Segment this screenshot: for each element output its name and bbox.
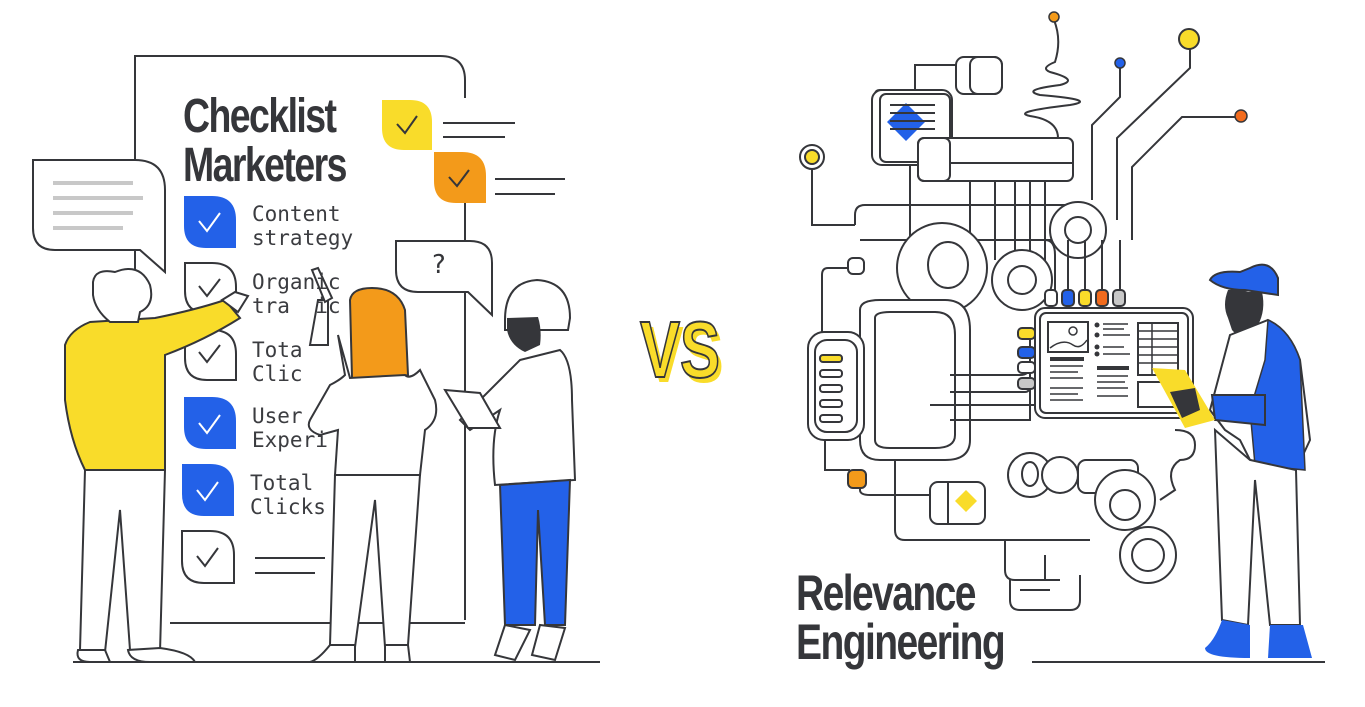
dashboard-display — [1034, 307, 1194, 419]
gear-small-2 — [1041, 456, 1079, 494]
antenna-wire-orange — [1024, 19, 1081, 139]
gear-large — [896, 222, 988, 314]
checklist-item-4-line2: Experi — [252, 428, 328, 452]
gear-upper-right — [1049, 201, 1107, 259]
checklist-item-3-line2: Clic — [252, 362, 303, 386]
valve-orange — [847, 469, 867, 489]
antenna-wire-yellow — [1116, 42, 1191, 220]
title-marketers: Marketers — [183, 139, 347, 192]
speech-bubble-text — [32, 159, 166, 275]
checklist-board — [134, 55, 466, 600]
person-woman-orange-hair — [307, 266, 438, 663]
title-checklist: Checklist — [183, 90, 337, 143]
side-check-orange — [434, 152, 565, 203]
vs-label-shadow: VS — [643, 310, 724, 399]
machine-tank — [859, 299, 971, 461]
checklist-item-3-line1: Tota — [252, 338, 303, 362]
antenna-tip-yellow — [1178, 28, 1200, 50]
connector-gray — [1112, 289, 1126, 307]
antenna-wire-blue — [1091, 64, 1121, 200]
antenna-tip-blue — [1114, 57, 1126, 69]
person-engineer — [1152, 263, 1312, 658]
speech-bubble-question — [395, 240, 493, 318]
machine-top-module — [955, 56, 1003, 95]
title-engineering: Engineering — [796, 614, 1006, 670]
gear-lower-right-1 — [1094, 469, 1156, 531]
antenna-tip-orange — [1048, 11, 1060, 23]
checklist-item-5-line1: Total — [250, 471, 314, 495]
gear-mid — [991, 249, 1053, 311]
checklist-item-5-line2: Clicks — [250, 495, 326, 519]
checklist-item-1-line2: strategy — [252, 226, 354, 250]
checkbox-user-experience — [184, 397, 236, 449]
connector-orange — [1095, 289, 1109, 307]
antenna-wire-left-yellow — [811, 162, 855, 226]
checkbox-empty-item — [181, 530, 325, 584]
checklist-item-4-line1: User — [252, 404, 303, 428]
checklist-item-1-line1: Content — [252, 202, 341, 226]
module-diamond-icon — [955, 490, 977, 512]
screen-diamond-icon — [887, 103, 935, 141]
gear-small-1 — [1007, 452, 1053, 498]
side-check-yellow — [382, 100, 515, 150]
checkbox-total-clicks-1 — [184, 329, 237, 381]
gear-lower-right-2 — [1119, 526, 1177, 584]
antenna-tip-orange-red — [1234, 109, 1248, 123]
title-relevance: Relevance — [796, 565, 976, 621]
checkbox-total-clicks-2 — [182, 464, 234, 516]
vs-label-text: VS — [639, 305, 721, 394]
checkbox-content-strategy — [184, 196, 236, 248]
machine-crossbar — [917, 137, 1074, 182]
connector-blue — [1061, 289, 1075, 307]
person-man-yellow-hoodie — [64, 268, 250, 663]
connector-white — [1044, 289, 1058, 307]
checklist-item-2-line2: tra ic — [252, 294, 341, 318]
connector-yellow — [1078, 289, 1092, 307]
antenna-wire-orange-red — [1131, 116, 1242, 240]
checklist-item-2-line1: Organic — [252, 270, 341, 294]
question-mark-icon: ? — [432, 250, 446, 280]
person-woman-helmet — [443, 278, 577, 662]
